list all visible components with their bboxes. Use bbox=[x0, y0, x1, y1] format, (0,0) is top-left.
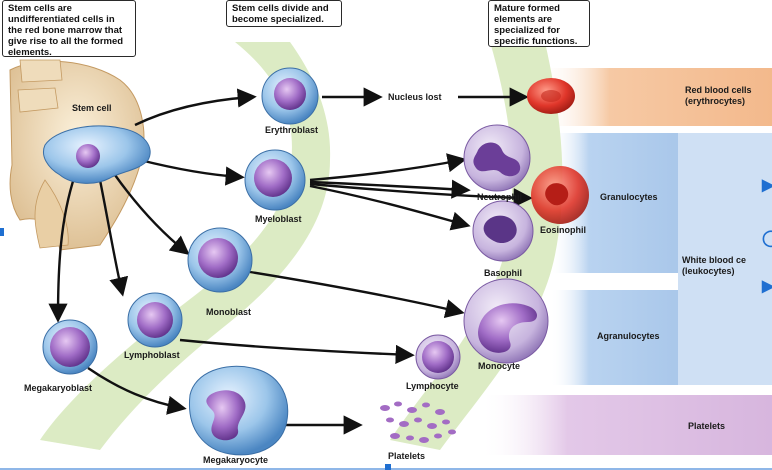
label-lymphocyte: Lymphocyte bbox=[406, 381, 459, 391]
band-white-blood-cells bbox=[678, 133, 772, 385]
arrow-stem-to-erythroblast bbox=[134, 88, 257, 127]
label-lymphoblast: Lymphoblast bbox=[124, 350, 180, 360]
lineage-arrows bbox=[48, 87, 533, 435]
label-myeloblast: Myeloblast bbox=[255, 214, 302, 224]
arrow-lymphoblast-to-lymphocyte bbox=[179, 338, 415, 364]
arrow-megakaryoblast-to-megakaryocyte bbox=[87, 367, 187, 415]
label-megakaryocyte: Megakaryocyte bbox=[203, 455, 269, 465]
arrow-myeloblast-to-neutrophil bbox=[309, 153, 467, 182]
myeloblast-cell bbox=[244, 149, 306, 211]
band-platelets bbox=[480, 395, 772, 455]
label-platelets-cells: Platelets bbox=[388, 451, 426, 461]
label-basophil: Basophil bbox=[484, 268, 523, 278]
callout-mature: Mature formed elements are specialized f… bbox=[488, 0, 590, 47]
arrow-stem-to-megakaryoblast bbox=[48, 174, 77, 323]
arrow-myeloblast-to-neutrophil-2 bbox=[309, 179, 471, 199]
output-bands bbox=[480, 68, 772, 455]
eosinophil-cell bbox=[531, 166, 589, 224]
label-platelets-band: Platelets bbox=[688, 421, 726, 431]
arrow-stem-to-lymphoblast bbox=[98, 179, 129, 297]
label-erythroblast: Erythroblast bbox=[265, 125, 319, 135]
label-agranulocytes: Agranulocytes bbox=[597, 331, 660, 341]
arrow-myeloblast-to-eosinophil bbox=[309, 182, 533, 208]
band-agranulocytes bbox=[550, 290, 680, 385]
label-red-blood-cells: Red blood cells (erythrocytes) bbox=[685, 85, 752, 106]
bookmark-icon[interactable]: ▶ bbox=[762, 177, 772, 194]
label-nucleus-lost: Nucleus lost bbox=[388, 92, 442, 102]
monocyte-cell bbox=[463, 278, 549, 364]
info-icon[interactable]: ◯ bbox=[762, 230, 772, 247]
lymphocyte-cell bbox=[415, 334, 461, 380]
arrow-stem-to-monoblast bbox=[114, 174, 190, 256]
label-megakaryoblast: Megakaryoblast bbox=[24, 383, 93, 393]
erythroblast-cell bbox=[261, 67, 319, 125]
monoblast-cell bbox=[187, 227, 253, 293]
megakaryocyte-cell bbox=[188, 365, 289, 456]
lymphoblast-cell bbox=[127, 292, 183, 348]
neutrophil-cell bbox=[463, 124, 531, 192]
comment-icon[interactable]: ▶ bbox=[762, 278, 772, 295]
label-granulocytes: Granulocytes bbox=[600, 192, 658, 202]
label-monocyte: Monocyte bbox=[478, 361, 521, 371]
label-stem-cell: Stem cell bbox=[72, 103, 112, 113]
label-monoblast: Monoblast bbox=[206, 307, 251, 317]
red-blood-cell bbox=[527, 78, 575, 114]
arrow-monoblast-to-monocyte bbox=[249, 270, 465, 319]
label-eosinophil: Eosinophil bbox=[540, 225, 586, 235]
label-neutrophil: Neutrophil bbox=[477, 192, 522, 202]
arrow-stem-to-myeloblast bbox=[139, 158, 245, 186]
callout-divide: Stem cells divide and become specialized… bbox=[226, 0, 342, 27]
edge-marker-bottom bbox=[385, 464, 391, 470]
platelets-cluster bbox=[380, 401, 456, 443]
megakaryoblast-cell bbox=[42, 319, 98, 375]
callout-stem-cells: Stem cells are undifferentiated cells in… bbox=[2, 0, 136, 58]
arrow-myeloblast-to-basophil bbox=[309, 184, 471, 231]
label-white-blood-cells: White blood ce (leukocytes) bbox=[682, 255, 746, 276]
basophil-cell bbox=[472, 200, 534, 262]
band-red-blood-cells bbox=[540, 68, 772, 126]
stem-cell bbox=[43, 125, 151, 184]
edge-marker-left bbox=[0, 228, 4, 236]
